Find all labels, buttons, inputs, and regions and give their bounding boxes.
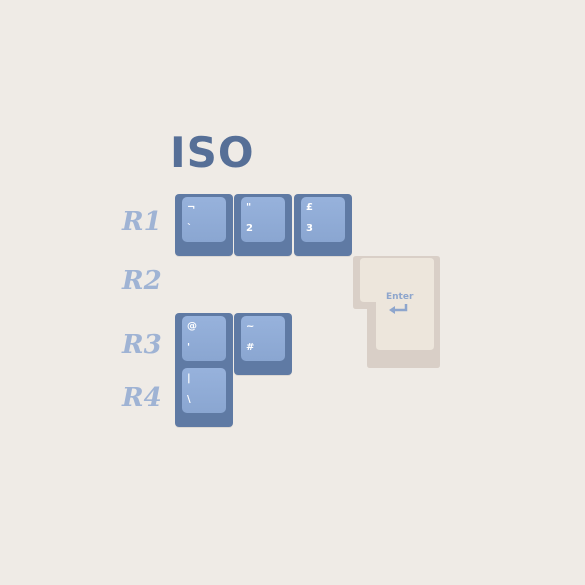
keycap-apostrophe[interactable]: @ ' [175,313,233,375]
keycap-backtick[interactable]: ¬ ` [175,194,233,256]
keycap-legend-bottom: \ [187,394,191,405]
row-label-r2: R2 [122,266,162,296]
keycap-legend-top: £ [306,202,313,213]
keycap-legend-bottom: ' [187,342,191,353]
keycap-legend-bottom: 2 [246,223,253,234]
keycap-legend-top: ~ [246,321,255,332]
keycap-legend-top: | [187,373,191,384]
keycap-iso-enter[interactable]: Enter [352,254,441,369]
iso-enter-shape [353,256,440,368]
keycap-2[interactable]: " 2 [234,194,292,256]
return-arrow-icon [387,303,409,315]
keycap-backslash[interactable]: | \ [175,365,233,427]
keycap-legend-bottom: # [246,342,255,353]
page-title: ISO [170,128,255,177]
keycap-top [301,197,345,242]
keycap-top [182,368,226,413]
row-label-r3: R3 [122,330,162,360]
keycap-hash[interactable]: ~ # [234,313,292,375]
keycap-top [182,197,226,242]
row-label-r4: R4 [122,383,162,413]
keycap-legend-top: @ [187,321,197,332]
keycap-legend-bottom: ` [187,223,192,234]
keycap-top [182,316,226,361]
enter-label: Enter [386,292,414,302]
keycap-legend-top: ¬ [187,202,196,213]
keycap-top [241,316,285,361]
row-label-r1: R1 [122,207,162,237]
keycap-legend-top: " [246,202,252,213]
keycap-top [241,197,285,242]
keycap-legend-bottom: 3 [306,223,313,234]
keycap-3[interactable]: £ 3 [294,194,352,256]
